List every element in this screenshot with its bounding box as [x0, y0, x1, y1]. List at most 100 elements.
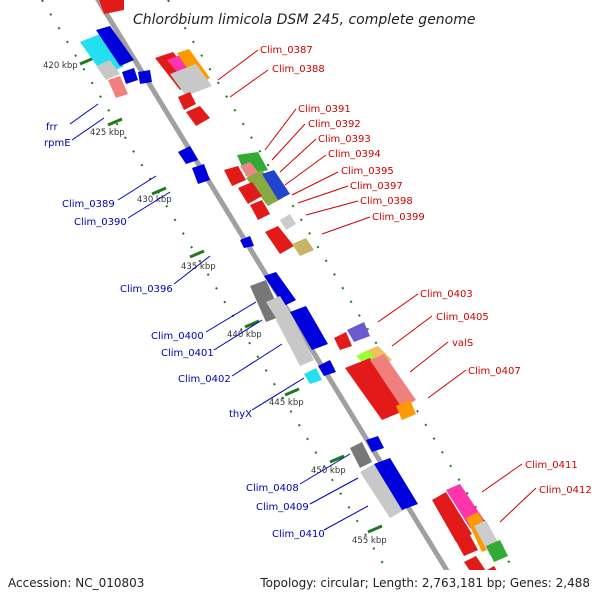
- leader-line: [481, 463, 523, 493]
- leader-line: [305, 200, 359, 216]
- gene-label-forward: Clim_0412: [539, 485, 592, 496]
- tick-label: 425 kbp: [90, 128, 125, 138]
- gene-label-forward: Clim_0405: [436, 312, 489, 323]
- gene-arrow: [262, 170, 290, 200]
- gene-label-forward: Clim_0393: [318, 134, 371, 145]
- gene-label-reverse: frr: [46, 122, 58, 133]
- tick-group: 420 kbp 425 kbp 430 kbp 435 kbp 440 kbp …: [43, 56, 387, 546]
- tick-mark: [107, 117, 123, 127]
- gene-label-forward: Clim_0394: [328, 149, 381, 160]
- leader-line: [205, 301, 257, 333]
- gene-arrow: [192, 164, 210, 184]
- leader-line: [229, 69, 269, 98]
- tick-mark: [367, 524, 383, 534]
- leader-line: [71, 117, 105, 141]
- leader-line: [299, 453, 351, 485]
- leader-line: [264, 108, 297, 151]
- tick-label: 455 kbp: [352, 536, 387, 546]
- leader-line: [271, 123, 306, 161]
- gene-arrow: [304, 368, 322, 384]
- tick-label: 440 kbp: [227, 330, 262, 340]
- tick-label: 420 kbp: [43, 61, 78, 71]
- leader-line: [321, 216, 371, 235]
- leader-line: [499, 487, 537, 523]
- gene-arrow: [370, 354, 416, 408]
- tick-label: 450 kbp: [311, 466, 346, 476]
- gene-arrow: [280, 214, 296, 230]
- gene-label-reverse: Clim_0401: [161, 348, 214, 359]
- inner-guide-line: [41, 0, 406, 600]
- leader-line: [127, 191, 171, 219]
- gene-label-forward: Clim_0397: [350, 181, 403, 192]
- page-title: Chlorobium limicola DSM 245, complete ge…: [133, 12, 476, 28]
- tick-label: 435 kbp: [181, 262, 216, 272]
- gene-label-forward: Clim_0392: [308, 119, 361, 130]
- leader-line: [117, 175, 157, 201]
- gene-arrow: [178, 146, 198, 164]
- tick-mark: [244, 319, 260, 329]
- gene-arrow: [96, 26, 134, 66]
- gene-label-forward: Clim_0398: [360, 196, 413, 207]
- leader-line: [69, 103, 99, 125]
- accession-text: Accession: NC_010803: [8, 576, 144, 590]
- gene-arrow: [99, 0, 124, 14]
- gene-label-reverse: Clim_0410: [272, 529, 325, 540]
- gene-arrow: [290, 306, 328, 350]
- leader-line: [323, 505, 369, 531]
- leader-line: [279, 138, 317, 173]
- footer-background: [0, 570, 600, 600]
- leader-line: [291, 171, 339, 196]
- leader-line: [173, 255, 211, 285]
- forward-label-group: Clim_0387 Clim_0388 Clim_0391 Clim_0392 …: [217, 45, 592, 523]
- gene-arrow: [318, 360, 336, 376]
- leader-line: [427, 369, 467, 399]
- gene-arrow: [366, 436, 384, 452]
- gene-label-reverse: Clim_0409: [256, 502, 309, 513]
- gene-arrow: [396, 400, 416, 420]
- gene-arrow: [240, 236, 254, 248]
- leader-line: [284, 154, 327, 186]
- tick-label: 445 kbp: [269, 398, 304, 408]
- gene-label-forward: Clim_0399: [372, 212, 425, 223]
- tick-mark: [329, 454, 345, 464]
- forward-strand-genes: [99, 0, 526, 600]
- gene-arrow: [138, 70, 152, 84]
- gene-arrow: [360, 464, 404, 518]
- outer-guide-line: [167, 0, 533, 600]
- tick-mark: [189, 249, 205, 259]
- gene-arrow: [276, 312, 314, 366]
- gene-arrow: [186, 106, 210, 126]
- gene-arrow: [170, 64, 212, 96]
- gene-arrow: [178, 92, 196, 110]
- reverse-strand-genes: [80, 26, 418, 518]
- gene-arrow: [122, 68, 138, 84]
- topology-text: Topology: circular; Length: 2,763,181 bp…: [259, 576, 590, 590]
- tick-label: 430 kbp: [137, 195, 172, 205]
- gene-arrow: [224, 166, 246, 186]
- leader-line: [231, 343, 283, 377]
- gene-arrow: [246, 170, 283, 206]
- leader-line: [391, 315, 433, 347]
- gene-label-reverse: thyX: [229, 409, 252, 420]
- gene-arrow: [486, 540, 508, 562]
- gene-label-reverse: Clim_0389: [62, 199, 115, 210]
- gene-label-reverse: Clim_0396: [120, 284, 173, 295]
- leader-line: [297, 185, 349, 204]
- tick-mark: [284, 387, 300, 397]
- gene-label-forward: Clim_0403: [420, 289, 473, 300]
- leader-line: [409, 341, 449, 373]
- gene-label-forward: Clim_0411: [525, 460, 578, 471]
- gene-label-reverse: Clim_0402: [178, 374, 231, 385]
- leader-line: [309, 477, 359, 505]
- gene-arrow: [432, 492, 472, 542]
- gene-arrow: [264, 272, 296, 306]
- leader-line: [251, 377, 305, 411]
- gene-arrow: [350, 442, 372, 468]
- gene-label-reverse: Clim_0390: [74, 217, 127, 228]
- gene-arrow: [292, 238, 314, 256]
- gene-arrow: [374, 458, 418, 510]
- gene-arrow: [96, 60, 120, 80]
- gene-label-reverse: rpmE: [44, 138, 71, 149]
- tick-mark: [151, 186, 167, 196]
